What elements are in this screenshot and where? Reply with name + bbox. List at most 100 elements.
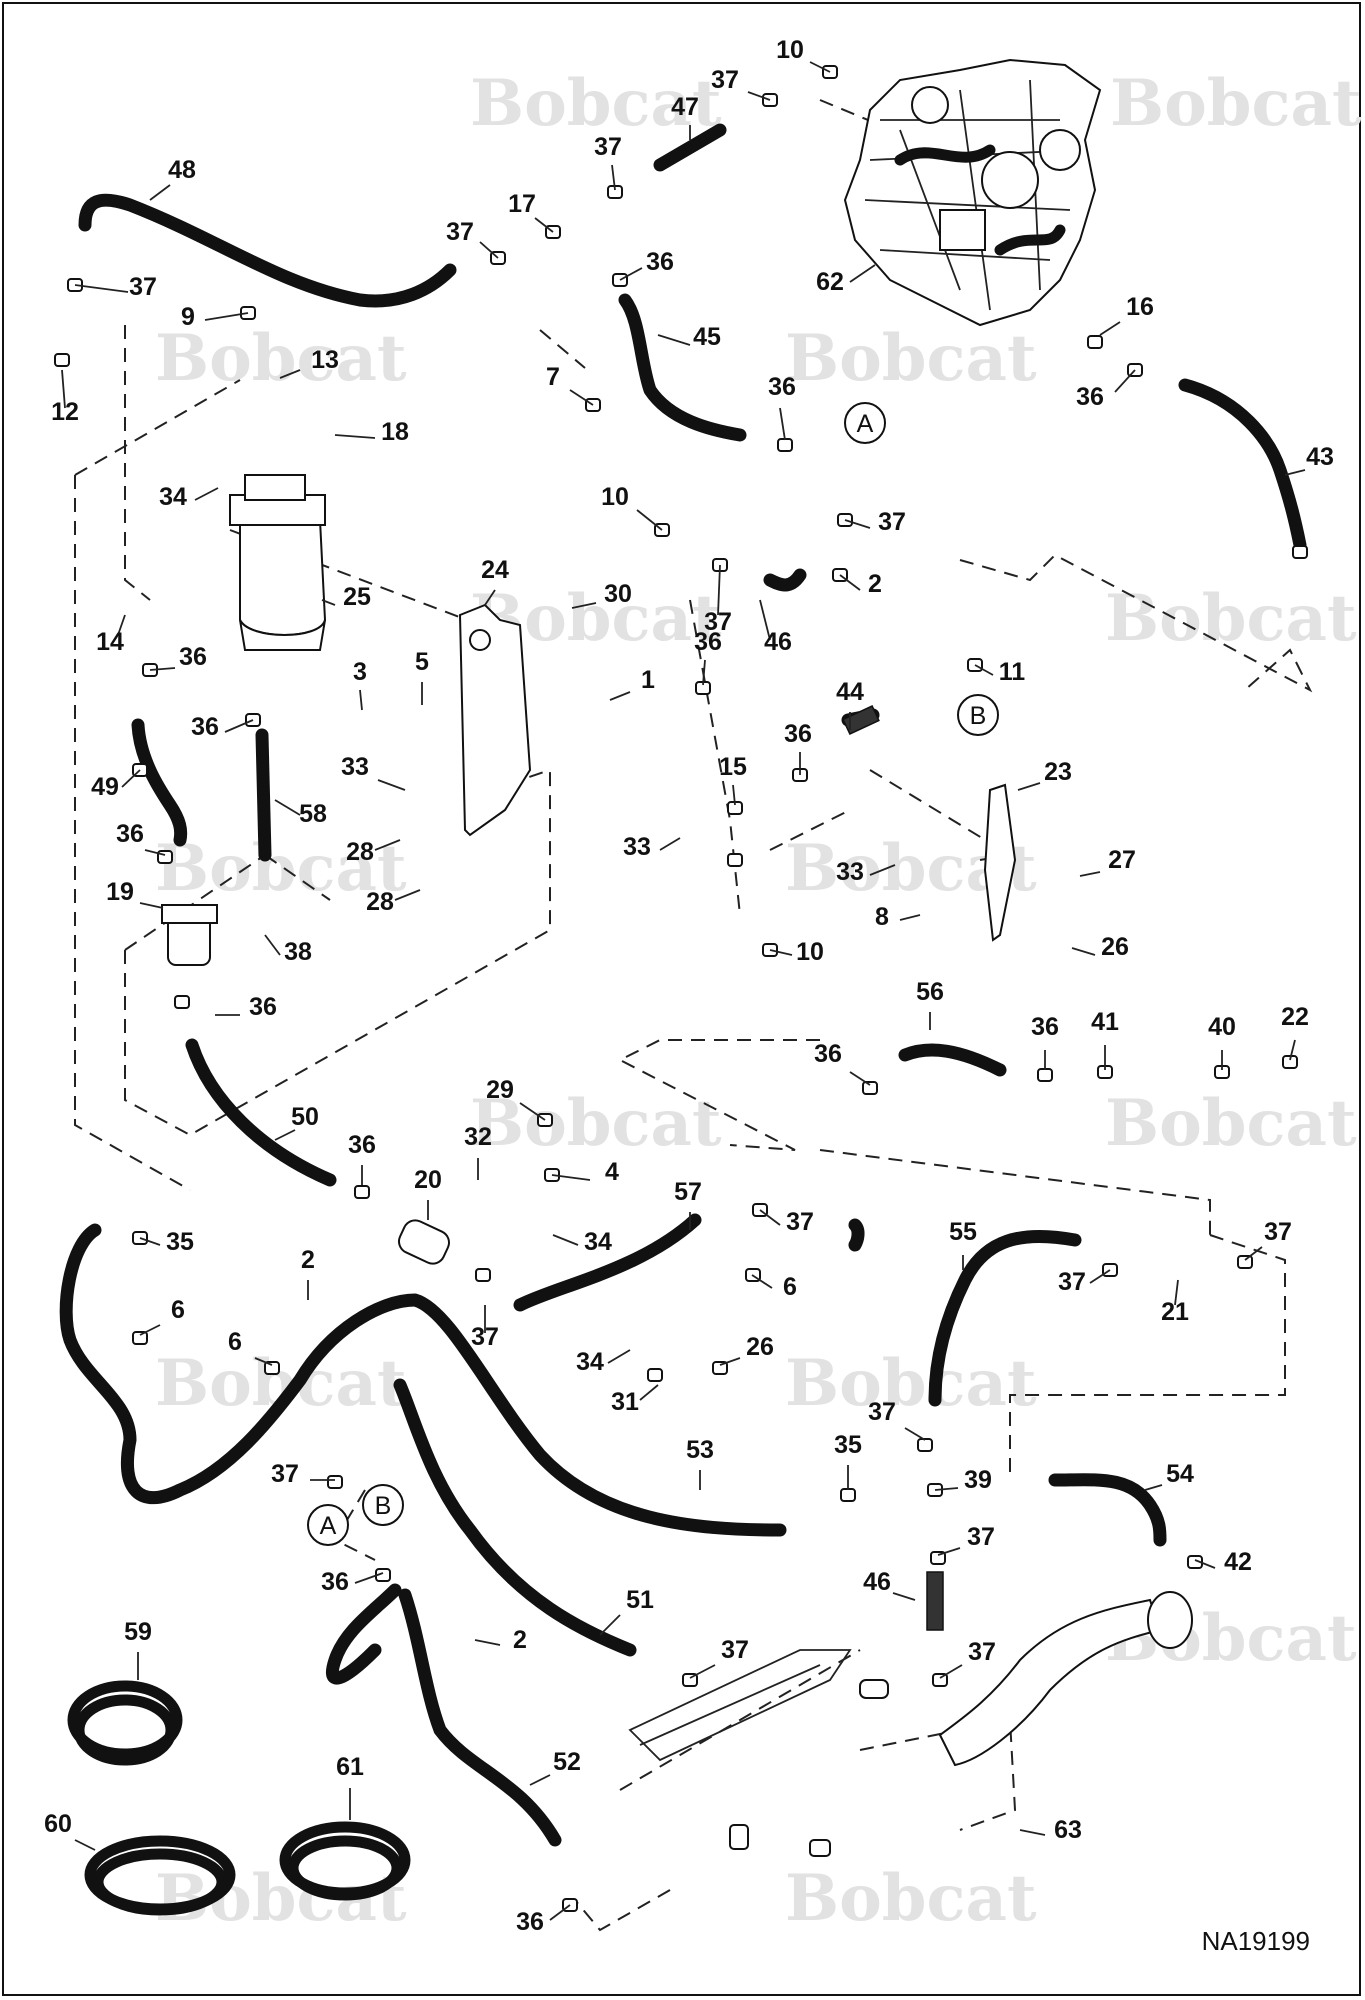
callout-leader xyxy=(639,1384,659,1401)
callout-42: 42 xyxy=(1224,1548,1252,1576)
callout-5: 5 xyxy=(415,648,429,676)
callout-leader xyxy=(224,719,254,733)
callout-leader xyxy=(1289,1039,1296,1061)
callout-10: 10 xyxy=(776,36,804,64)
callout-leader xyxy=(74,1839,96,1851)
hose-clamp xyxy=(157,850,173,864)
callout-34: 34 xyxy=(584,1228,612,1256)
callout-14: 14 xyxy=(96,628,124,656)
callout-leader xyxy=(334,434,376,439)
callout-33: 33 xyxy=(623,833,651,861)
callout-6: 6 xyxy=(171,1296,185,1324)
callout-61: 61 xyxy=(336,1753,364,1781)
callout-leader xyxy=(117,614,126,636)
callout-13: 13 xyxy=(311,346,339,374)
callout-44: 44 xyxy=(836,678,864,706)
callout-leader xyxy=(702,659,706,686)
callout-15: 15 xyxy=(719,753,747,781)
lift-pump xyxy=(161,904,218,966)
callout-leader xyxy=(519,1102,546,1121)
hose-clamp xyxy=(647,1368,663,1382)
callout-leader xyxy=(904,1427,926,1441)
callout-21: 21 xyxy=(1161,1298,1189,1326)
callout-46: 46 xyxy=(764,628,792,656)
callout-leader xyxy=(657,334,691,346)
callout-leader xyxy=(934,1487,959,1491)
callout-35: 35 xyxy=(166,1228,194,1256)
hose-clamp xyxy=(930,1551,946,1565)
callout-12: 12 xyxy=(51,398,79,426)
fuel-tank-outline xyxy=(628,1591,1193,1857)
callout-leader xyxy=(552,1234,579,1246)
callout-leader xyxy=(717,564,721,616)
callout-leader xyxy=(937,1547,961,1556)
callout-8: 8 xyxy=(875,903,889,931)
callout-37: 37 xyxy=(967,1523,995,1551)
callout-36: 36 xyxy=(179,643,207,671)
hose-clamp xyxy=(264,1361,280,1375)
hose-clamp xyxy=(132,1331,148,1345)
callout-leader xyxy=(139,1324,161,1336)
callout-leader xyxy=(619,267,643,281)
callout-55: 55 xyxy=(949,1218,977,1246)
callout-leader xyxy=(939,1664,963,1679)
callout-37: 37 xyxy=(968,1638,996,1666)
callout-36: 36 xyxy=(516,1908,544,1936)
callout-23: 23 xyxy=(1044,758,1072,786)
callout-9: 9 xyxy=(181,303,195,331)
callout-48: 48 xyxy=(168,156,196,184)
callout-56: 56 xyxy=(916,978,944,1006)
callout-leader xyxy=(264,934,281,956)
hose-clamp xyxy=(917,1438,933,1452)
callout-leader xyxy=(354,1572,384,1584)
callout-leader xyxy=(571,602,597,609)
callout-25: 25 xyxy=(343,583,371,611)
callout-leader xyxy=(204,312,249,321)
watermark-text: Bobcat xyxy=(155,831,407,906)
callout-leader xyxy=(1079,871,1101,877)
callout-36: 36 xyxy=(1031,1013,1059,1041)
callout-leader xyxy=(1019,1829,1046,1836)
inline-filter xyxy=(398,1219,450,1265)
callout-17: 17 xyxy=(508,190,536,218)
callout-leader xyxy=(534,217,554,233)
callout-leader xyxy=(121,769,141,788)
callout-28: 28 xyxy=(366,888,394,916)
callout-leader xyxy=(1099,321,1121,336)
callout-35: 35 xyxy=(834,1431,862,1459)
callout-37: 37 xyxy=(446,218,474,246)
watermark-text: Bobcat xyxy=(785,1346,1037,1421)
callout-leader xyxy=(377,779,406,791)
callout-leader xyxy=(551,1174,591,1181)
callout-37: 37 xyxy=(1058,1268,1086,1296)
hose-clamp xyxy=(475,1268,491,1282)
callout-58: 58 xyxy=(299,800,327,828)
callout-37: 37 xyxy=(721,1636,749,1664)
filter-bracket xyxy=(458,603,532,837)
callout-36: 36 xyxy=(348,1131,376,1159)
callout-2: 2 xyxy=(868,570,882,598)
callout-leader xyxy=(1089,1269,1111,1284)
callout-leader xyxy=(659,837,681,851)
callout-49: 49 xyxy=(91,773,119,801)
callout-leader xyxy=(759,599,771,641)
watermark-text: Bobcat xyxy=(155,321,407,396)
callout-leader xyxy=(892,1592,916,1601)
callout-leader xyxy=(274,799,301,816)
callout-leader xyxy=(139,902,164,909)
callout-59: 59 xyxy=(124,1618,152,1646)
callout-leader xyxy=(321,599,336,606)
callout-leader xyxy=(609,691,631,701)
callout-53: 53 xyxy=(686,1436,714,1464)
callout-36: 36 xyxy=(191,713,219,741)
callout-6: 6 xyxy=(783,1273,797,1301)
callout-41: 41 xyxy=(1091,1008,1119,1036)
callout-leader xyxy=(849,1071,871,1086)
callout-leader xyxy=(732,784,736,806)
callout-leader xyxy=(689,1664,716,1679)
callout-11: 11 xyxy=(999,658,1026,686)
callout-leader xyxy=(719,1357,741,1366)
callout-leader xyxy=(974,664,994,676)
connector-a-label: A xyxy=(320,1512,337,1540)
